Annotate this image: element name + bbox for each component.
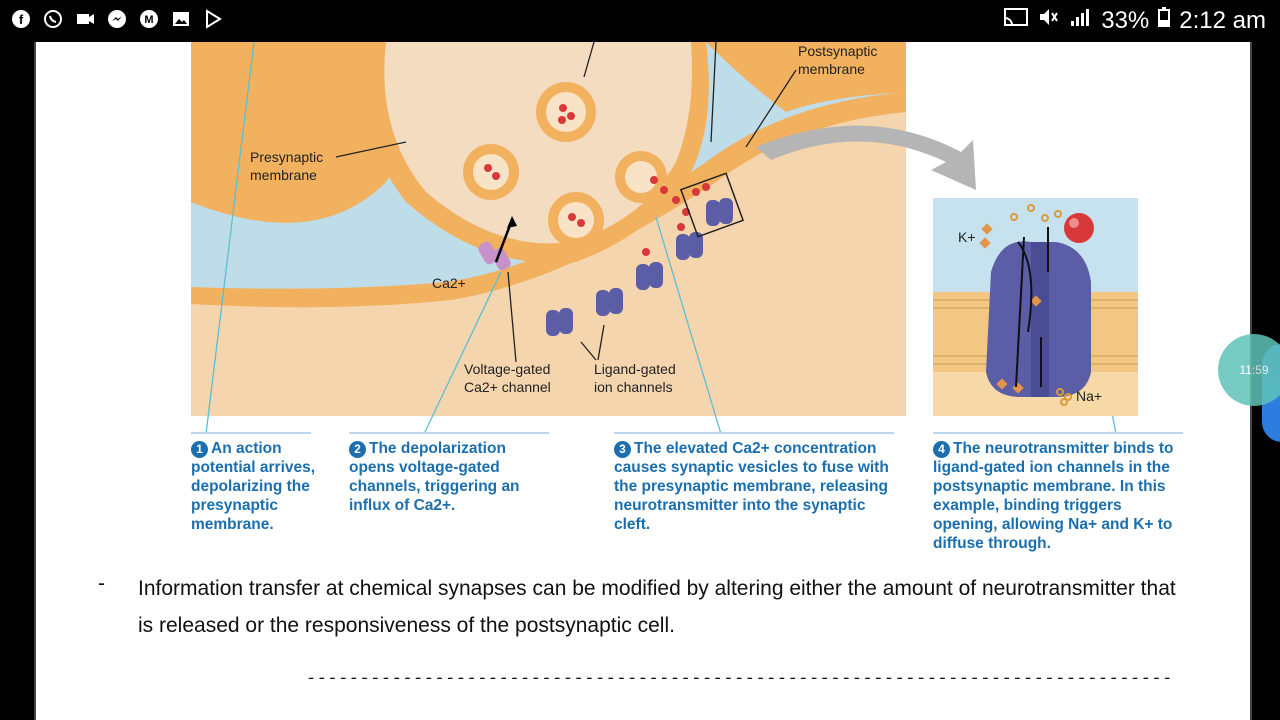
- floating-timer-text: 11:59: [1239, 363, 1269, 377]
- label-voltage-gated-text: Voltage-gated Ca2+ channel: [464, 361, 551, 395]
- caption-number-3: 3: [614, 441, 631, 458]
- label-postsynaptic-text: Postsynaptic membrane: [798, 43, 878, 77]
- battery-icon: [1157, 6, 1171, 35]
- caption-number-2: 2: [349, 441, 366, 458]
- caption-text-2: The depolarization opens voltage-gated c…: [349, 440, 520, 514]
- whatsapp-icon: [42, 8, 64, 30]
- body-paragraph: Information transfer at chemical synapse…: [138, 577, 1176, 637]
- label-na-text: Na+: [1076, 388, 1103, 404]
- synapse-illustration: [191, 41, 1138, 435]
- presynaptic-cytoplasm: [384, 42, 692, 244]
- caption-text-1: An action potential arrives, depolarizin…: [191, 440, 316, 533]
- caption-number-4: 4: [933, 441, 950, 458]
- label-ligand-gated: Ligand-gated ion channels: [594, 360, 676, 396]
- label-na-ion: Na+: [1076, 387, 1102, 405]
- svg-text:M: M: [144, 14, 153, 26]
- facebook-icon: f: [10, 8, 32, 30]
- floating-timer-bubble[interactable]: 11:59: [1218, 334, 1280, 406]
- battery-percent: 33%: [1101, 6, 1150, 34]
- synaptic-vesicles: [463, 82, 667, 248]
- label-k-ion: K+: [958, 228, 976, 246]
- axon-membrane: [191, 42, 416, 223]
- divider-dashes: ----------------------------------------…: [306, 670, 1173, 689]
- synapse-figure: Postsynaptic membrane Presynaptic membra…: [186, 41, 1186, 562]
- voltage-gated-channel: [478, 216, 517, 271]
- caption-rule-4: [933, 432, 1183, 434]
- caption-rule-1: [191, 432, 311, 434]
- gallery-icon: [170, 8, 192, 30]
- postsynaptic-cytoplasm: [191, 112, 906, 416]
- zoom-arrow: [756, 125, 976, 190]
- messenger-icon: [106, 8, 128, 30]
- caption-number-1: 1: [191, 441, 208, 458]
- label-voltage-gated: Voltage-gated Ca2+ channel: [464, 360, 551, 396]
- system-status: 33% 2:12 am: [1003, 6, 1266, 35]
- signal-icon: [1067, 6, 1093, 35]
- label-presynaptic-text: Presynaptic membrane: [250, 149, 324, 183]
- caption-rule-3: [614, 432, 894, 434]
- label-ligand-gated-text: Ligand-gated ion channels: [594, 361, 676, 395]
- clock: 2:12 am: [1179, 6, 1266, 34]
- caption-text-4: The neurotransmitter binds to ligand-gat…: [933, 440, 1174, 552]
- ligand-gated-channels: [546, 198, 733, 336]
- label-postsynaptic-membrane: Postsynaptic membrane: [798, 42, 877, 78]
- label-presynaptic-membrane: Presynaptic membrane: [250, 148, 323, 184]
- svg-text:f: f: [19, 12, 24, 27]
- bullet-marker: -: [98, 572, 105, 595]
- label-ca-text: Ca2+: [432, 275, 466, 291]
- mute-icon: [1037, 6, 1059, 35]
- document-page[interactable]: Postsynaptic membrane Presynaptic membra…: [34, 41, 1252, 720]
- bound-neurotransmitter: [1064, 213, 1094, 243]
- zoom-box: [679, 172, 745, 238]
- video-camera-icon: [74, 8, 96, 30]
- gmail-icon: M: [138, 8, 160, 30]
- notification-icons: f M: [10, 8, 224, 30]
- caption-rule-2: [349, 432, 549, 434]
- cast-icon: [1003, 6, 1029, 35]
- label-k-text: K+: [958, 229, 976, 245]
- status-bar: f M 33% 2:12 am: [0, 0, 1280, 42]
- caption-text-3: The elevated Ca2+ concentration causes s…: [614, 440, 889, 533]
- play-store-icon: [202, 8, 224, 30]
- label-ca-ion: Ca2+: [432, 274, 466, 292]
